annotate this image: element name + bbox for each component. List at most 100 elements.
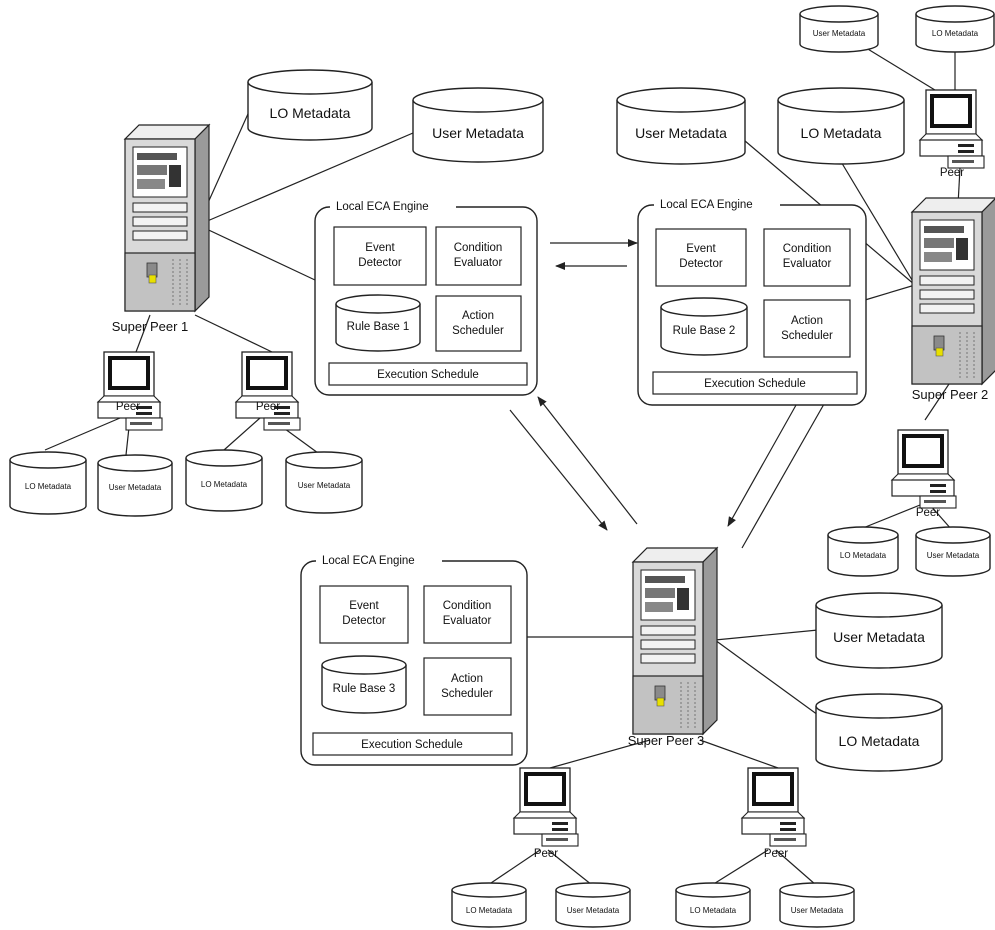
condition-evaluator-label: Condition	[454, 242, 503, 254]
peer-sp2-bottom: Peer	[891, 429, 957, 519]
peer-label: Peer	[116, 401, 140, 413]
super-peer-2: Super Peer 2	[911, 197, 995, 402]
event-detector-label: Event	[349, 600, 379, 612]
arrow-icon	[727, 397, 801, 527]
rule-base-2-cylinder: Rule Base 2	[660, 297, 748, 356]
super-peer-1: Super Peer 1	[112, 124, 210, 334]
exchange-arrows	[509, 239, 833, 549]
lo-metadata-small: LO Metadata	[185, 449, 263, 512]
user-metadata-label: User Metadata	[635, 125, 727, 141]
execution-schedule-label: Execution Schedule	[361, 739, 463, 751]
lo-metadata-sp1: LO Metadata	[247, 69, 373, 141]
rule-base-label: Rule Base 3	[333, 683, 396, 695]
local-eca-engine-1: Local ECA Engine Event Detector Conditio…	[314, 199, 538, 396]
engine-title: Local ECA Engine	[322, 555, 415, 567]
action-scheduler-label: Action	[451, 673, 483, 685]
user-metadata-sp3: User Metadata	[815, 592, 943, 669]
svg-text:LO Metadata: LO Metadata	[201, 480, 248, 489]
user-metadata-small: User Metadata	[779, 882, 855, 928]
rule-base-3-cylinder: Rule Base 3	[321, 655, 407, 714]
user-metadata-small: User Metadata	[97, 454, 173, 517]
super-peer-label: Super Peer 3	[628, 733, 705, 748]
user-metadata-label: User Metadata	[833, 629, 925, 645]
server-icon	[124, 124, 210, 312]
rule-base-1-cylinder: Rule Base 1	[335, 294, 421, 352]
desktop-computer-icon	[919, 89, 985, 169]
event-detector-label: Event	[686, 243, 716, 255]
user-metadata-small: User Metadata	[285, 451, 363, 514]
svg-text:User Metadata: User Metadata	[298, 481, 351, 490]
lo-metadata-label: LO Metadata	[839, 733, 920, 749]
user-metadata-small: User Metadata	[915, 526, 991, 577]
arrow-icon	[741, 389, 833, 549]
svg-text:Scheduler: Scheduler	[441, 688, 493, 700]
server-icon	[632, 547, 718, 735]
action-scheduler-label: Action	[791, 315, 823, 327]
peer-label: Peer	[256, 401, 280, 413]
user-metadata-sp1: User Metadata	[412, 87, 544, 163]
lo-metadata-label: LO Metadata	[270, 105, 351, 121]
lo-metadata-small: LO Metadata	[915, 5, 995, 53]
execution-schedule-label: Execution Schedule	[704, 378, 806, 390]
svg-text:LO Metadata: LO Metadata	[932, 29, 979, 38]
svg-text:Evaluator: Evaluator	[443, 615, 492, 627]
svg-text:Evaluator: Evaluator	[454, 257, 503, 269]
local-eca-engine-2: Local ECA Engine Event Detector Conditio…	[637, 197, 867, 406]
svg-text:Detector: Detector	[358, 257, 402, 269]
lo-metadata-small: LO Metadata	[9, 451, 87, 515]
svg-text:Scheduler: Scheduler	[452, 325, 504, 337]
action-scheduler-label: Action	[462, 310, 494, 322]
super-peer-3: Super Peer 3	[628, 547, 718, 748]
lo-metadata-small: LO Metadata	[675, 882, 751, 928]
svg-text:User Metadata: User Metadata	[791, 906, 844, 915]
event-detector-label: Event	[365, 242, 395, 254]
user-metadata-label: User Metadata	[432, 125, 524, 141]
lo-metadata-label: LO Metadata	[801, 125, 882, 141]
svg-text:User Metadata: User Metadata	[109, 483, 162, 492]
arrow-icon	[537, 396, 638, 525]
lo-metadata-small: LO Metadata	[451, 882, 527, 928]
peer-label: Peer	[534, 848, 558, 860]
rule-base-label: Rule Base 2	[673, 325, 736, 337]
engine-title: Local ECA Engine	[336, 201, 429, 213]
desktop-computer-icon	[235, 351, 301, 431]
peer-sp1-b: Peer	[235, 351, 301, 431]
lo-metadata-sp3: LO Metadata	[815, 693, 943, 772]
user-metadata-small: User Metadata	[799, 5, 879, 53]
rule-base-label: Rule Base 1	[347, 321, 410, 333]
arrow-icon	[509, 409, 608, 531]
peer-sp3-a: Peer	[513, 767, 579, 860]
desktop-computer-icon	[741, 767, 807, 847]
svg-text:User Metadata: User Metadata	[567, 906, 620, 915]
server-icon	[911, 197, 995, 385]
peer-sp3-b: Peer	[741, 767, 807, 860]
svg-text:Evaluator: Evaluator	[783, 258, 832, 270]
svg-text:LO Metadata: LO Metadata	[466, 906, 513, 915]
execution-schedule-label: Execution Schedule	[377, 369, 479, 381]
local-eca-engine-3: Local ECA Engine Event Detector Conditio…	[300, 553, 528, 766]
super-peer-label: Super Peer 2	[912, 387, 989, 402]
user-metadata-sp2: User Metadata	[616, 87, 746, 165]
condition-evaluator-label: Condition	[443, 600, 492, 612]
condition-evaluator-label: Condition	[783, 243, 832, 255]
lo-metadata-sp2: LO Metadata	[777, 87, 905, 165]
svg-text:Detector: Detector	[342, 615, 386, 627]
lo-metadata-small: LO Metadata	[827, 526, 899, 577]
svg-text:LO Metadata: LO Metadata	[690, 906, 737, 915]
user-metadata-small: User Metadata	[555, 882, 631, 928]
peer-label: Peer	[940, 167, 964, 179]
super-peer-label: Super Peer 1	[112, 319, 189, 334]
engine-title: Local ECA Engine	[660, 199, 753, 211]
peer-label: Peer	[764, 848, 788, 860]
svg-text:Scheduler: Scheduler	[781, 330, 833, 342]
peer-label: Peer	[916, 507, 940, 519]
peer-sp1-a: Peer	[97, 351, 163, 431]
desktop-computer-icon	[97, 351, 163, 431]
desktop-computer-icon	[891, 429, 957, 509]
svg-text:LO Metadata: LO Metadata	[25, 482, 72, 491]
svg-text:User Metadata: User Metadata	[813, 29, 866, 38]
peer-sp2-top: Peer	[919, 89, 985, 179]
desktop-computer-icon	[513, 767, 579, 847]
svg-text:Detector: Detector	[679, 258, 723, 270]
